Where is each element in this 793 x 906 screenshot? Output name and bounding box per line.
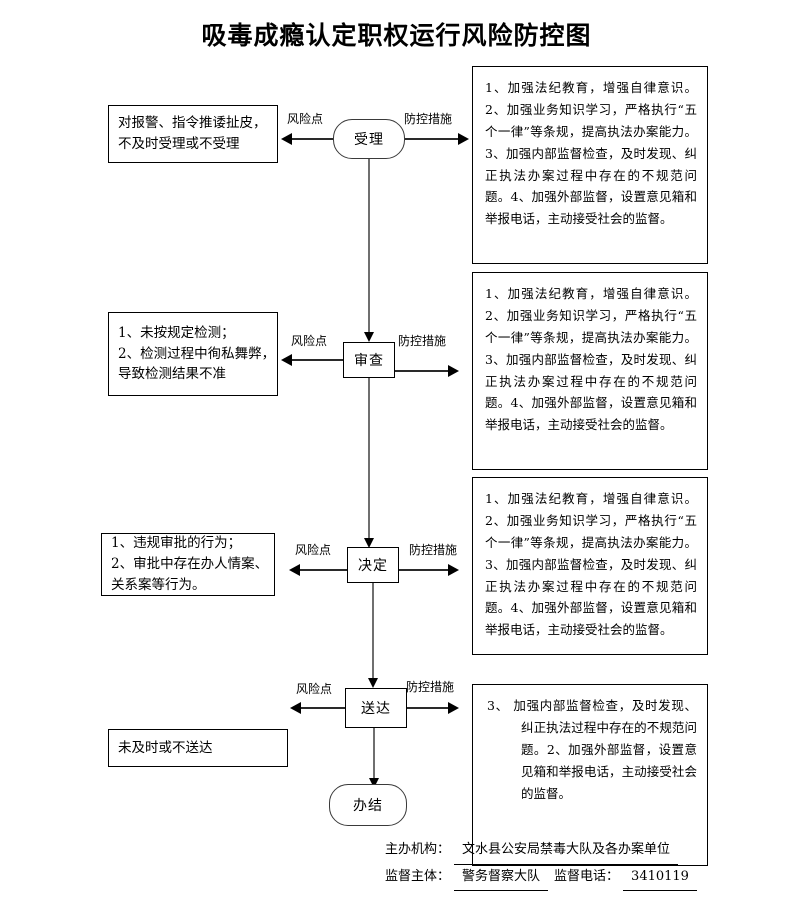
edge-label-measure-4: 防控措施 <box>406 680 455 694</box>
edge-review-measure-arrowhead <box>448 365 459 377</box>
footer-organizer-row: 主办机构： 文水县公安局禁毒大队及各办案单位 <box>385 838 697 865</box>
footer: 主办机构： 文水县公安局禁毒大队及各办案单位 监督主体： 警务督察大队 监督电话… <box>385 838 697 892</box>
risk-box-2-line-1: 1、未按规定检测； <box>118 324 235 341</box>
edge-decide-measure-line <box>399 569 448 571</box>
risk-box-3: 1、违规审批的行为； 2、审批中存在办人情案、 关系案等行为。 <box>101 533 275 596</box>
flow-node-review[interactable]: 审查 <box>343 342 395 378</box>
edge-deliver-measure-line <box>407 707 448 709</box>
edge-accept-risk-arrowhead <box>281 133 292 145</box>
measure-box-3: 1、加强法纪教育，增强自律意识。2、加强业务知识学习，严格执行“五个一律”等条规… <box>472 477 708 655</box>
edge-label-measure-1: 防控措施 <box>404 112 453 126</box>
edge-decide-deliver-line <box>372 583 374 683</box>
flow-node-review-label: 审查 <box>354 353 384 369</box>
edge-review-risk-arrowhead <box>281 354 292 366</box>
edge-decide-deliver-arrowhead <box>367 678 378 688</box>
risk-box-2-line-3: 导致检测结果不准 <box>118 366 226 383</box>
footer-phone-value: 3410119 <box>623 865 697 892</box>
measure-box-2: 1、加强法纪教育，增强自律意识。2、加强业务知识学习，严格执行“五个一律”等条规… <box>472 272 708 470</box>
measure-box-1: 1、加强法纪教育，增强自律意识。2、加强业务知识学习，严格执行“五个一律”等条规… <box>472 66 708 264</box>
edge-deliver-finish-arrowhead <box>368 778 379 788</box>
risk-box-2: 1、未按规定检测； 2、检测过程中徇私舞弊， 导致检测结果不准 <box>108 312 278 396</box>
risk-box-3-line-3: 关系案等行为。 <box>111 576 206 593</box>
flow-node-accept-label: 受理 <box>354 132 384 148</box>
measure-box-4: 3、 加强内部监督检查，及时发现、纠正执法过程中存在的不规范问题。2、加强外部监… <box>472 684 708 866</box>
footer-organizer-label: 主办机构： <box>385 842 451 857</box>
edge-deliver-risk-line <box>301 707 345 709</box>
edge-accept-risk-line <box>292 138 333 140</box>
footer-supervisor-value: 警务督察大队 <box>454 865 549 892</box>
risk-box-1: 对报警、指令推诿扯皮， 不及时受理或不受理 <box>108 105 278 163</box>
edge-label-risk-4: 风险点 <box>296 682 333 696</box>
edge-decide-risk-line <box>300 569 347 571</box>
footer-organizer-value: 文水县公安局禁毒大队及各办案单位 <box>454 838 679 865</box>
measure-box-3-text: 1、加强法纪教育，增强自律意识。2、加强业务知识学习，严格执行“五个一律”等条规… <box>485 491 697 638</box>
edge-deliver-measure-arrowhead <box>448 702 459 714</box>
edge-accept-measure-line <box>405 138 458 140</box>
page-title: 吸毒成瘾认定职权运行风险防控图 <box>201 21 592 50</box>
edge-label-risk-1: 风险点 <box>287 112 324 126</box>
edge-label-risk-3: 风险点 <box>295 543 332 557</box>
edge-decide-risk-arrowhead <box>289 564 300 576</box>
flow-node-deliver[interactable]: 送达 <box>345 688 407 728</box>
risk-box-1-line-2: 不及时受理或不受理 <box>118 136 240 152</box>
flow-node-finish[interactable]: 办结 <box>329 784 407 826</box>
measure-box-2-text: 1、加强法纪教育，增强自律意识。2、加强业务知识学习，严格执行“五个一律”等条规… <box>485 286 697 433</box>
flow-node-accept[interactable]: 受理 <box>333 119 405 159</box>
edge-deliver-finish-line <box>373 728 375 782</box>
edge-review-risk-line <box>292 359 343 361</box>
edge-label-measure-3: 防控措施 <box>409 543 458 557</box>
measure-box-4-text: 3、 加强内部监督检查，及时发现、纠正执法过程中存在的不规范问题。2、加强外部监… <box>487 698 697 801</box>
edge-label-risk-2: 风险点 <box>291 334 328 348</box>
footer-phone-label: 监督电话： <box>554 868 620 884</box>
risk-box-4: 未及时或不送达 <box>108 729 288 767</box>
risk-box-2-line-2: 2、检测过程中徇私舞弊， <box>118 345 276 362</box>
flow-node-finish-label: 办结 <box>353 798 383 814</box>
footer-supervisor-label: 监督主体： <box>385 868 451 884</box>
edge-accept-review-arrowhead <box>363 332 374 342</box>
edge-decide-measure-arrowhead <box>448 564 459 576</box>
risk-box-1-line-1: 对报警、指令推诿扯皮， <box>118 115 267 132</box>
flow-node-decide-label: 决定 <box>358 558 388 574</box>
edge-accept-measure-arrowhead <box>458 133 469 145</box>
risk-box-3-line-2: 2、审批中存在办人情案、 <box>111 556 269 573</box>
flow-node-deliver-label: 送达 <box>361 701 391 717</box>
edge-review-decide-arrowhead <box>363 538 374 548</box>
risk-box-3-line-1: 1、违规审批的行为； <box>111 535 242 552</box>
measure-box-1-text: 1、加强法纪教育，增强自律意识。2、加强业务知识学习，严格执行“五个一律”等条规… <box>485 80 697 227</box>
edge-label-measure-2: 防控措施 <box>398 334 447 348</box>
risk-box-4-line-1: 未及时或不送达 <box>118 739 213 756</box>
edge-accept-review-line <box>368 159 370 336</box>
edge-review-decide-line <box>368 378 370 542</box>
footer-supervisor-row: 监督主体： 警务督察大队 监督电话： 3410119 <box>385 865 697 892</box>
edge-review-measure-line <box>395 370 448 372</box>
flow-node-decide[interactable]: 决定 <box>347 547 399 583</box>
edge-deliver-risk-arrowhead <box>290 702 301 714</box>
